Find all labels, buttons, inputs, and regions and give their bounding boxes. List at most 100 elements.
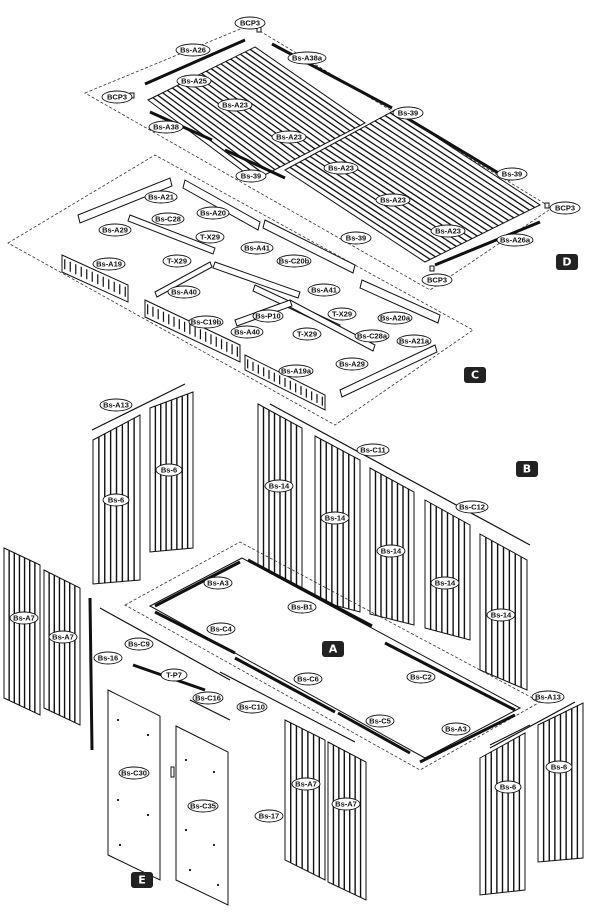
wall-ribs <box>8 550 36 713</box>
door-rivet <box>188 868 192 872</box>
door-post <box>88 597 94 751</box>
roof-rail <box>144 38 246 86</box>
svg-text:Bs-C28: Bs-C28 <box>155 215 181 224</box>
vent-gable-slots <box>64 259 126 297</box>
part-label: Bs-C4 <box>206 622 236 636</box>
part-label: Bs-A41 <box>240 241 274 255</box>
roof-rail <box>224 148 286 180</box>
part-label: Bs-16 <box>93 651 123 665</box>
frame-beam <box>154 261 213 298</box>
section-d-badge: D <box>556 254 578 270</box>
svg-text:Bs-6: Bs-6 <box>500 783 516 792</box>
svg-text:Bs-A23: Bs-A23 <box>328 164 354 173</box>
section-b-badge: B <box>516 461 538 477</box>
svg-text:T-X29: T-X29 <box>167 257 187 266</box>
wall-ribs <box>319 439 356 611</box>
svg-text:B: B <box>523 463 531 476</box>
part-label: Bs-39 <box>340 231 372 245</box>
svg-text:Bs-A3: Bs-A3 <box>445 725 467 734</box>
frame-beam <box>287 299 376 352</box>
part-label: Bs-C12 <box>455 500 489 514</box>
part-label: Bs-C20b <box>276 254 312 268</box>
door-right <box>175 725 229 906</box>
part-label: Bs-A23 <box>217 98 253 112</box>
svg-text:Bs-C28a: Bs-C28a <box>357 332 388 341</box>
svg-text:Bs-A13: Bs-A13 <box>103 401 129 410</box>
floor-rail <box>247 558 373 628</box>
svg-text:Bs-39: Bs-39 <box>241 172 261 181</box>
part-label: Bs-A26a <box>496 233 534 247</box>
svg-text:Bs-C35: Bs-C35 <box>190 802 216 811</box>
frame-beam <box>359 279 441 324</box>
svg-text:Bs-A23: Bs-A23 <box>276 133 302 142</box>
door-rivet <box>146 813 150 817</box>
svg-text:T-X29: T-X29 <box>200 233 220 242</box>
roof-rail <box>404 115 511 182</box>
svg-text:Bs-A29: Bs-A29 <box>102 226 128 235</box>
wall-ribs <box>332 744 362 898</box>
svg-text:Bs-A40: Bs-A40 <box>234 328 260 337</box>
part-label: Bs-A3 <box>441 722 471 736</box>
part-label: Bs-6 <box>494 780 522 794</box>
svg-text:Bs-14: Bs-14 <box>269 482 290 491</box>
roof-slat <box>344 136 489 232</box>
vent-gable-slots <box>247 359 323 406</box>
door-rivet <box>184 828 188 832</box>
floor-rail-long <box>99 607 231 681</box>
svg-text:Bs-14: Bs-14 <box>381 547 402 556</box>
svg-text:Bs-6: Bs-6 <box>161 466 177 475</box>
part-label: Bs-A19 <box>92 257 126 271</box>
roof-slat <box>389 112 536 209</box>
frame-outline <box>7 154 474 426</box>
floor-rail <box>154 610 236 655</box>
part-label: Bs-A41 <box>307 283 341 297</box>
roof-slat <box>364 125 509 222</box>
section-a-badge: A <box>322 641 344 657</box>
svg-text:Bs-C16: Bs-C16 <box>195 694 221 703</box>
svg-text:Bs-C2: Bs-C2 <box>410 673 432 682</box>
svg-text:Bs-16: Bs-16 <box>98 654 118 663</box>
wall-panel-a7 <box>43 569 81 726</box>
svg-text:Bs-39: Bs-39 <box>346 234 366 243</box>
door-left <box>107 689 161 881</box>
roof-slat <box>294 164 436 258</box>
part-label: Bs-A23 <box>430 224 466 238</box>
svg-text:Bs-C20b: Bs-C20b <box>279 257 310 266</box>
ridge-rail <box>489 724 531 746</box>
vent-gable <box>61 254 129 303</box>
svg-text:Bs-A7: Bs-A7 <box>13 614 35 623</box>
part-label: BCP3 <box>101 90 133 104</box>
wall-ribs <box>429 503 466 639</box>
roof-slat <box>176 85 286 165</box>
roof-slat <box>235 56 346 134</box>
part-label: Bs-6 <box>545 760 573 774</box>
svg-text:Bs-A38a: Bs-A38a <box>292 54 323 63</box>
svg-text:Bs-C19b: Bs-C19b <box>191 318 222 327</box>
part-label: Bs-A23 <box>375 193 411 207</box>
svg-text:Bs-A21a: Bs-A21a <box>399 337 430 346</box>
svg-text:D: D <box>562 256 571 269</box>
svg-text:Bs-A19a: Bs-A19a <box>281 367 312 376</box>
part-label: T-X29 <box>292 327 322 341</box>
roof-slat <box>162 92 271 173</box>
svg-text:Bs-A13: Bs-A13 <box>535 693 561 702</box>
part-label: Bs-39 <box>392 106 424 120</box>
part-label: Bs-A38 <box>148 120 184 134</box>
part-label: Bs-A29 <box>335 357 369 371</box>
svg-text:Bs-C9: Bs-C9 <box>128 640 150 649</box>
svg-text:Bs-C10: Bs-C10 <box>239 703 265 712</box>
part-label: BCP3 <box>421 273 453 287</box>
svg-text:Bs-14: Bs-14 <box>491 611 512 620</box>
part-label: Bs-C11 <box>356 443 390 457</box>
svg-text:Bs-A38: Bs-A38 <box>153 123 179 132</box>
svg-text:BCP3: BCP3 <box>427 276 447 285</box>
part-label: Bs-A7 <box>9 611 39 625</box>
svg-text:T-X29: T-X29 <box>297 330 317 339</box>
door-rivet <box>116 798 120 802</box>
wall-ribs <box>262 407 298 608</box>
part-label: Bs-6 <box>155 463 183 477</box>
roof-clip <box>544 202 550 209</box>
part-label: Bs-C6 <box>293 672 323 686</box>
part-label: Bs-14 <box>430 576 460 590</box>
part-label: Bs-A23 <box>271 130 307 144</box>
